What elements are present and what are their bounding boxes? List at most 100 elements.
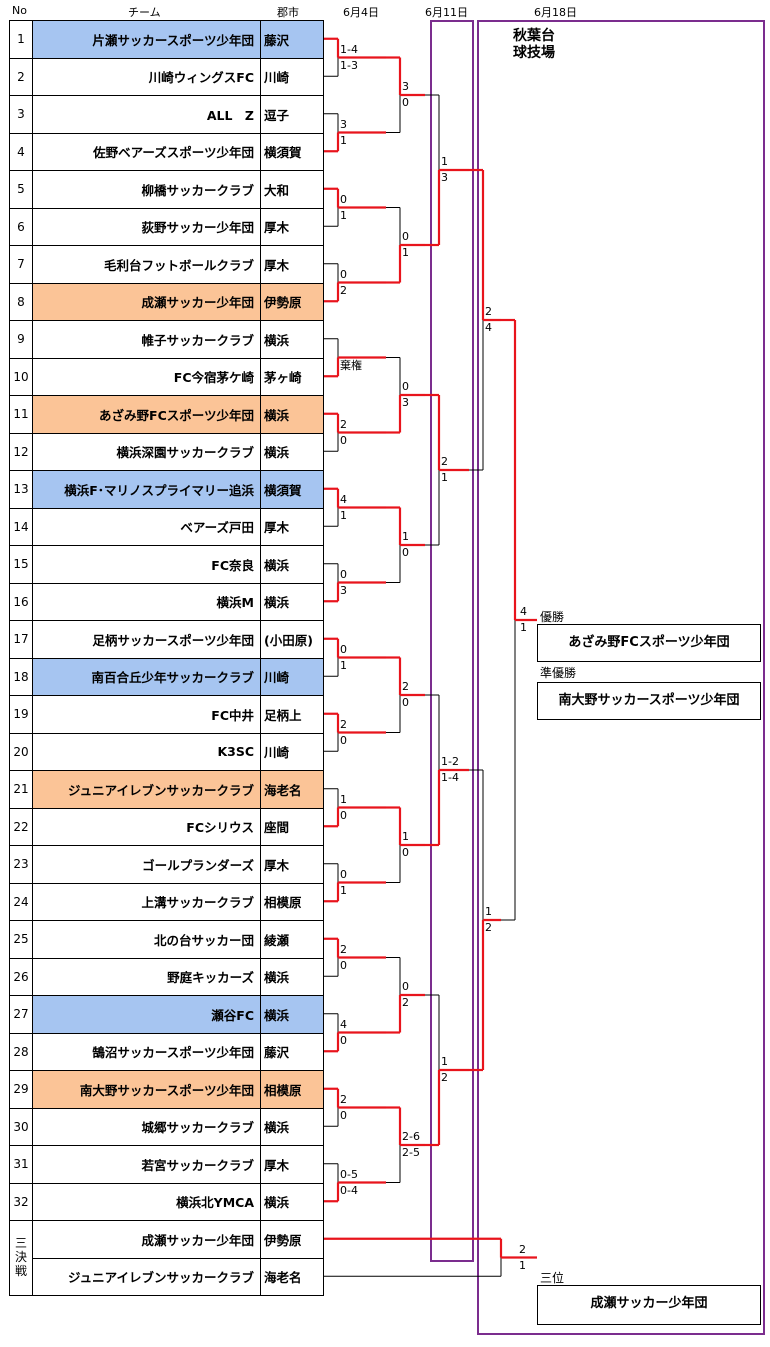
team-name: 若宮サッカークラブ [32, 1145, 261, 1184]
match-score: 2 [519, 1242, 526, 1256]
match-score: 1-4 [340, 42, 358, 56]
match-score: 2 [485, 921, 492, 934]
match-score: 4 [485, 321, 492, 334]
match-score: 2 [402, 996, 409, 1009]
third-team-name: 成瀬サッカー少年団 [32, 1220, 261, 1259]
match-score: 0 [402, 96, 409, 109]
team-city: 川崎 [260, 57, 324, 96]
match-score: 0 [340, 958, 347, 972]
match-score: 0 [340, 267, 347, 281]
match-score: 0 [402, 546, 409, 559]
venue-line-1: 秋葉台 [513, 28, 555, 44]
team-city: 厚木 [260, 1145, 324, 1184]
match-score: 1 [340, 883, 347, 897]
team-no: 28 [9, 1032, 33, 1071]
team-city: 横浜 [260, 432, 324, 471]
winner-label: 優勝 [540, 610, 565, 624]
match-score: 1-3 [340, 58, 358, 72]
header-team: チーム [128, 6, 161, 19]
match-score: 0 [402, 980, 409, 993]
team-name: 瀬谷FC [32, 995, 261, 1034]
match-score: 0 [340, 192, 347, 206]
team-no: 9 [9, 320, 33, 359]
match-score: 3 [402, 80, 409, 93]
match-score: 4 [340, 1017, 347, 1031]
third-team-city: 海老名 [260, 1257, 324, 1296]
match-score: 棄権 [340, 358, 362, 372]
runnerup-label: 準優勝 [540, 666, 577, 680]
runnerup-box: 南大野サッカースポーツ少年団 [537, 682, 761, 720]
match-score: 0 [402, 230, 409, 243]
team-no: 24 [9, 882, 33, 921]
team-name: 横浜北YMCA [32, 1182, 261, 1221]
match-score: 0 [340, 642, 347, 656]
match-score: 1 [340, 508, 347, 522]
third-team-name: ジュニアイレブンサッカークラブ [32, 1257, 261, 1296]
match-score: 0 [340, 867, 347, 881]
team-name: ALL Z [32, 95, 261, 134]
match-score: 2 [340, 942, 347, 956]
team-city: 座間 [260, 807, 324, 846]
team-no: 14 [9, 507, 33, 546]
team-city: 横浜 [260, 995, 324, 1034]
header-round3-date: 6月18日 [534, 6, 577, 19]
team-no: 1 [9, 20, 33, 59]
third-place-row: 三決戦成瀬サッカー少年団伊勢原 [9, 1220, 324, 1296]
team-no: 16 [9, 582, 33, 621]
match-score: 2 [485, 305, 492, 318]
match-score: 3 [441, 171, 448, 184]
team-city: 厚木 [260, 507, 324, 546]
team-name: ベアーズ戸田 [32, 507, 261, 546]
match-score: 0 [402, 696, 409, 709]
match-score: 3 [340, 583, 347, 597]
team-name: 野庭キッカーズ [32, 957, 261, 996]
match-score: 0 [340, 1033, 347, 1047]
match-score: 2 [340, 417, 347, 431]
team-name: 柳橋サッカークラブ [32, 170, 261, 209]
team-city: 藤沢 [260, 1032, 324, 1071]
team-name: 足柄サッカースポーツ少年団 [32, 620, 261, 659]
team-city: 藤沢 [260, 20, 324, 59]
match-score: 1 [441, 1055, 448, 1068]
team-name: ジュニアイレブンサッカークラブ [32, 770, 261, 809]
header-round1-date: 6月4日 [343, 6, 379, 19]
team-name: 南大野サッカースポーツ少年団 [32, 1070, 261, 1109]
winner-box: あざみ野FCスポーツ少年団 [537, 624, 761, 662]
match-score: 0 [340, 433, 347, 447]
team-no: 7 [9, 245, 33, 284]
team-no: 26 [9, 957, 33, 996]
team-name: あざみ野FCスポーツ少年団 [32, 395, 261, 434]
team-no: 3 [9, 95, 33, 134]
team-no: 18 [9, 657, 33, 696]
team-city: 大和 [260, 170, 324, 209]
team-city: 厚木 [260, 245, 324, 284]
match-score: 4 [340, 492, 347, 506]
team-no: 15 [9, 545, 33, 584]
team-no: 27 [9, 995, 33, 1034]
match-score: 1 [520, 621, 527, 634]
match-score: 2 [340, 283, 347, 297]
team-no: 20 [9, 732, 33, 771]
header-city: 郡市 [277, 6, 299, 19]
team-city: 海老名 [260, 770, 324, 809]
match-score: 2-5 [402, 1146, 420, 1159]
match-score: 0-4 [340, 1183, 358, 1197]
venue-label: 秋葉台 球技場 [513, 28, 555, 62]
team-city: 伊勢原 [260, 282, 324, 321]
match-score: 1 [340, 208, 347, 222]
